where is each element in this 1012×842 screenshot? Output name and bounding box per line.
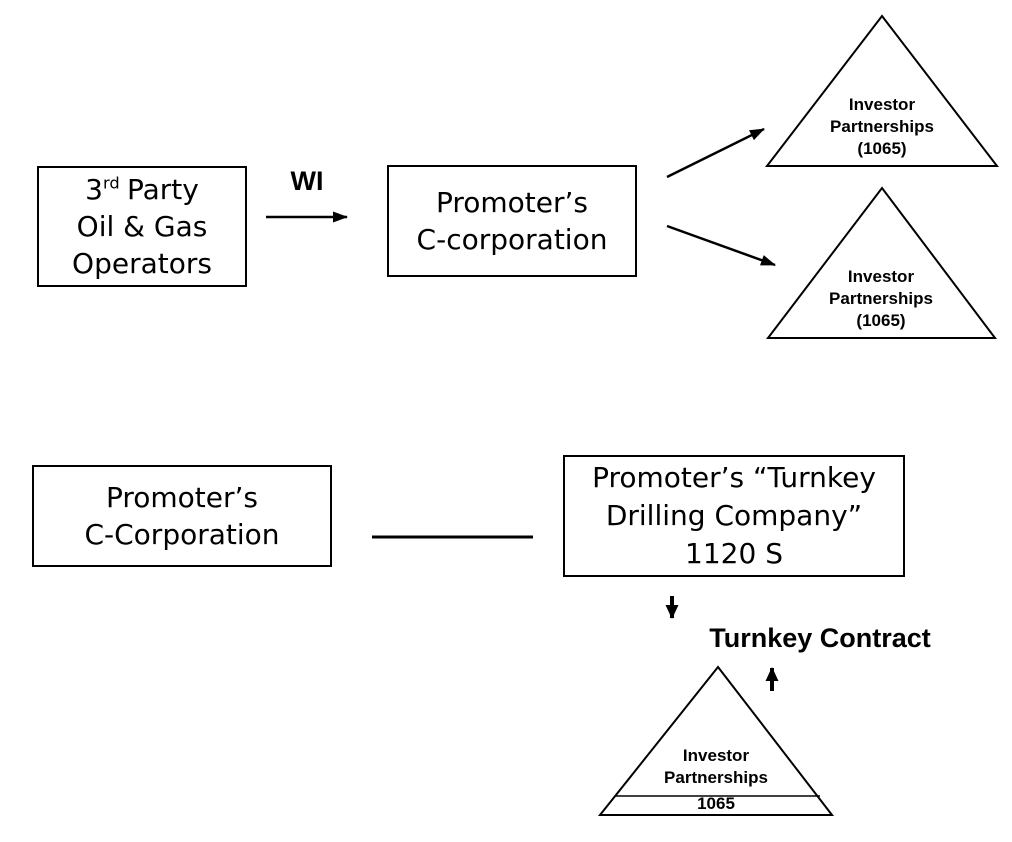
promoter-bottom-line1: Promoter’s (105, 481, 259, 514)
ordinal-superscript: rd (103, 173, 120, 193)
arrow-to-investor-triangle-2 (666, 224, 776, 267)
investor-triangle-2-shape (765, 186, 998, 339)
arrow-to-investor-triangle-1 (666, 127, 765, 179)
investor-triangle-3-label: Investor Partnerships (600, 745, 832, 789)
triangle3-line1: Investor (682, 746, 750, 765)
investor-triangle-2-label: Investor Partnerships (1065) (766, 266, 996, 332)
triangle1-line2: Partnerships (830, 117, 934, 136)
triangle2-line1: Investor (847, 267, 915, 286)
investor-triangle-3-shape (597, 665, 835, 816)
triangle2-line2: Partnerships (829, 289, 933, 308)
turnkey-box-line2: Drilling Company” (605, 499, 863, 532)
investor-triangle-1-shape (764, 14, 1000, 167)
triangle1-line3: (1065) (857, 139, 907, 158)
turnkey-box-line1: Promoter’s “Turnkey (592, 461, 876, 494)
promoter-bottom-line2: C-Corporation (84, 518, 280, 551)
triangle2-line3: (1065) (856, 311, 906, 330)
operators-box-line3: Operators (72, 247, 212, 280)
turnkey-drilling-company-box: Promoter’s “Turnkey Drilling Company” 11… (563, 455, 905, 577)
turnkey-box-line3: 1120 S (685, 537, 783, 570)
form-1065-band-label: 1065 (697, 794, 735, 813)
triangle1-line1: Investor (848, 95, 916, 114)
turnkey-contract-label: Turnkey Contract (709, 623, 931, 653)
promoter-top-line2: C-corporation (416, 223, 608, 256)
wi-arrow-label: WI (290, 166, 324, 196)
promoter-c-corporation-box-top: Promoter’s C-corporation (387, 165, 637, 277)
investor-triangle-1-label: Investor Partnerships (1065) (767, 94, 997, 160)
promoter-top-line1: Promoter’s (435, 186, 589, 219)
operators-box-line2: Oil & Gas (76, 210, 208, 243)
triangle3-line2: Partnerships (664, 768, 768, 787)
promoter-c-corporation-box-bottom: Promoter’s C-Corporation (32, 465, 332, 567)
